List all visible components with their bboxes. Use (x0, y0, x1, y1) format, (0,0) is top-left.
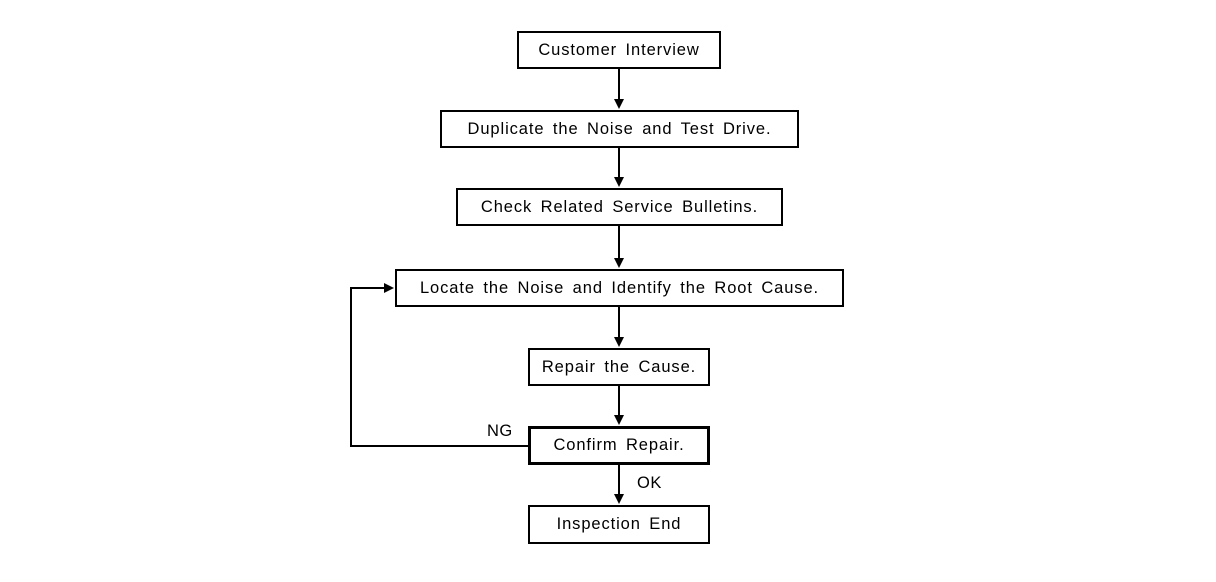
node-locate-noise[interactable]: Locate the Noise and Identify the Root C… (395, 269, 844, 307)
connector-line-customer-to-duplicate (618, 69, 620, 100)
arrowhead-down-icon (614, 494, 624, 504)
arrowhead-down-icon (614, 415, 624, 425)
edge-label-ng: NG (487, 422, 513, 440)
node-label: Inspection End (556, 515, 682, 534)
node-duplicate-noise[interactable]: Duplicate the Noise and Test Drive. (440, 110, 799, 148)
edge-label-ok: OK (637, 474, 662, 492)
node-customer-interview[interactable]: Customer Interview (517, 31, 721, 69)
arrowhead-down-icon (614, 99, 624, 109)
node-repair-cause[interactable]: Repair the Cause. (528, 348, 710, 386)
connector-line-repair-to-confirm (618, 386, 620, 417)
node-label: Confirm Repair. (553, 436, 685, 455)
node-label: Customer Interview (538, 40, 700, 59)
connector-line-duplicate-to-bulletins (618, 148, 620, 178)
node-confirm-repair[interactable]: Confirm Repair. (528, 426, 710, 465)
node-label: Duplicate the Noise and Test Drive. (467, 119, 772, 138)
connector-line-bulletins-to-locate (618, 226, 620, 259)
connector-line-locate-to-repair (618, 307, 620, 338)
arrowhead-down-icon (614, 258, 624, 268)
node-label: Check Related Service Bulletins. (480, 197, 759, 216)
arrowhead-down-icon (614, 177, 624, 187)
arrowhead-down-icon (614, 337, 624, 347)
node-label: Locate the Noise and Identify the Root C… (419, 278, 820, 297)
node-check-bulletins[interactable]: Check Related Service Bulletins. (456, 188, 783, 226)
node-inspection-end[interactable]: Inspection End (528, 505, 710, 544)
feedback-loop-vertical-segment (350, 288, 352, 447)
arrowhead-right-icon (384, 283, 394, 293)
feedback-loop-horizontal-segment (350, 445, 530, 447)
feedback-loop-entry-segment (350, 287, 385, 289)
connector-line-confirm-to-end (618, 465, 620, 496)
node-label: Repair the Cause. (541, 357, 697, 376)
